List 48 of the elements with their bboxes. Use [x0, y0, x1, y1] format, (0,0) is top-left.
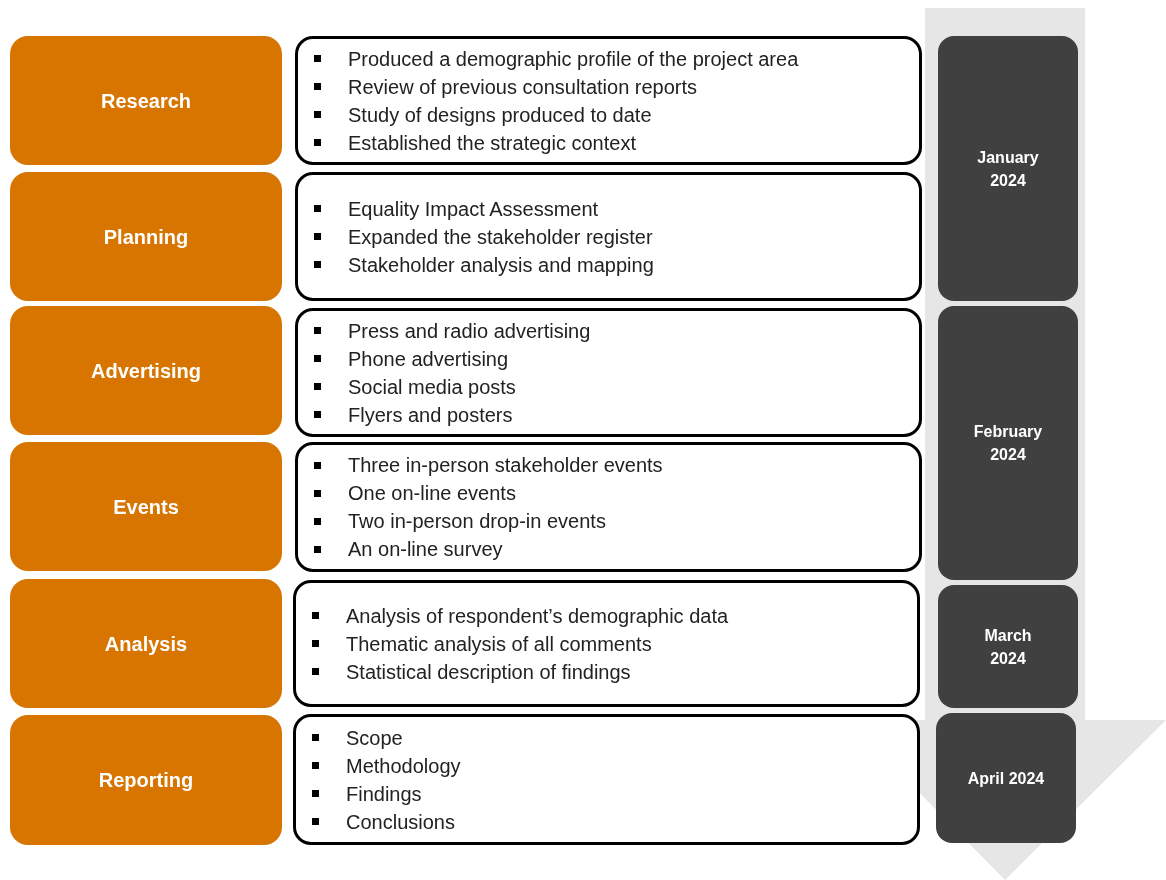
stage-box: [10, 306, 282, 435]
task-list-box: [295, 36, 922, 165]
list-item: Flyers and posters: [348, 402, 513, 428]
task-list-box: [295, 172, 922, 301]
list-item: Press and radio advertising: [348, 318, 591, 344]
list-item: One on-line events: [348, 481, 516, 506]
stage-label: Events: [113, 494, 179, 520]
task-list-box: [295, 308, 922, 437]
list-item: An on-line survey: [348, 537, 503, 562]
list-item: Stakeholder analysis and mapping: [348, 252, 654, 278]
month-label: January 2024: [976, 147, 1040, 191]
month-label: February 2024: [972, 422, 1044, 465]
stage-box: [10, 715, 282, 845]
stage-label: Planning: [103, 224, 189, 250]
month-box: [936, 713, 1076, 843]
stage-label: Reporting: [98, 768, 194, 793]
month-box: [938, 585, 1078, 708]
list-item: Phone advertising: [348, 346, 509, 372]
list-item: Findings: [346, 781, 422, 807]
month-box: [938, 306, 1078, 580]
task-list-box: [293, 580, 920, 707]
list-item: Produced a demographic profile of the project area: [348, 46, 799, 72]
list-item: Statistical description of findings: [346, 659, 631, 685]
list-item: Conclusions: [346, 809, 455, 835]
list-item: Expanded the stakeholder register: [348, 224, 653, 250]
stage-box: [10, 442, 282, 571]
list-item: Three in-person stakeholder events: [348, 453, 663, 478]
stage-label: Research: [100, 88, 192, 114]
list-item: Equality Impact Assessment: [348, 196, 599, 222]
task-list-box: [295, 442, 922, 572]
month-label: April 2024: [966, 768, 1046, 789]
list-item: Two in-person drop-in events: [348, 509, 606, 534]
list-item: Established the strategic context: [348, 130, 636, 156]
list-item: Social media posts: [348, 374, 516, 400]
list-item: Methodology: [346, 753, 461, 779]
stage-box: [10, 579, 282, 708]
stage-box: [10, 36, 282, 165]
month-box: [938, 36, 1078, 301]
task-list-box: [293, 714, 920, 845]
stage-label: Analysis: [104, 631, 188, 657]
stage-box: [10, 172, 282, 301]
list-item: Thematic analysis of all comments: [346, 631, 652, 657]
stage-label: Advertising: [91, 358, 201, 384]
list-item: Scope: [346, 725, 403, 751]
list-item: Analysis of respondent’s demographic data: [346, 603, 729, 629]
list-item: Review of previous consultation reports: [348, 74, 698, 100]
list-item: Study of designs produced to date: [348, 102, 652, 128]
month-label: March 2024: [983, 625, 1033, 669]
